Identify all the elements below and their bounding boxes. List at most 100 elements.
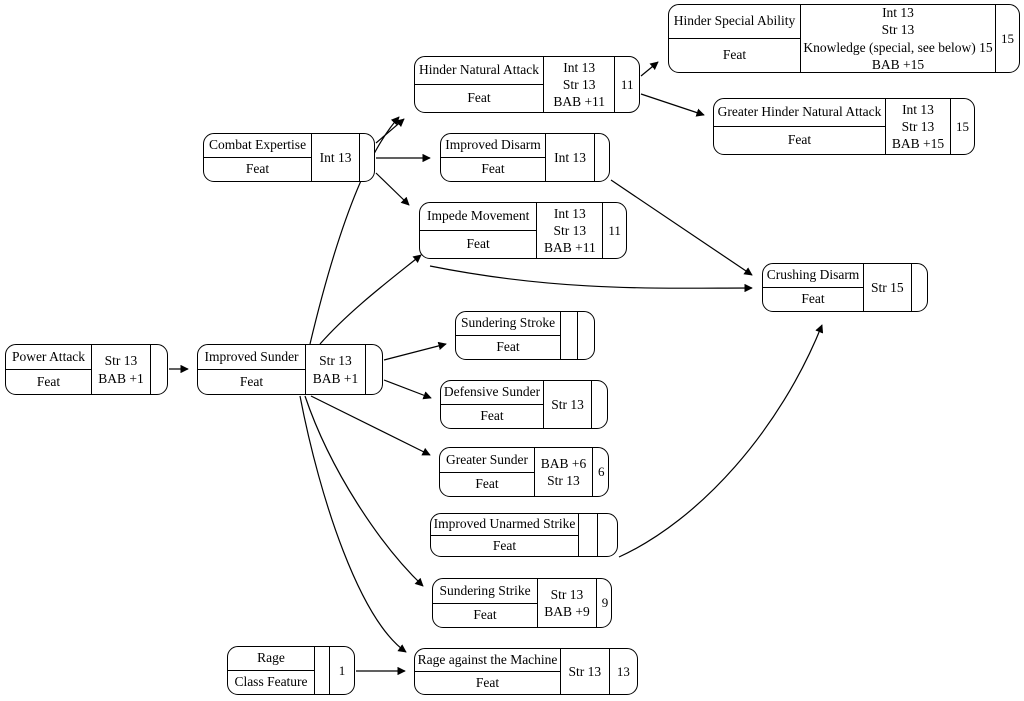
edge-improved-sunder-to-greater-sunder xyxy=(310,395,431,456)
node-level-badge xyxy=(151,345,167,394)
requirement: Str 13 xyxy=(881,22,915,38)
requirement: Int 13 xyxy=(553,205,586,221)
node-title: Rage xyxy=(228,647,314,671)
edge-combat-expertise-to-impede-movement xyxy=(375,172,410,206)
node-title: Hinder Special Ability xyxy=(669,5,800,39)
edge-improved-sunder-to-rage-against-the-machine xyxy=(299,395,407,653)
requirement: Str 13 xyxy=(550,586,584,602)
node-title: Power Attack xyxy=(6,345,91,370)
edge-improved-sunder-to-sundering-stroke xyxy=(383,341,447,361)
node-title: Improved Sunder xyxy=(198,345,305,370)
node-level-badge: 9 xyxy=(601,595,609,610)
edge-hinder-natural-attack-to-greater-hinder-natural-attack xyxy=(640,93,705,117)
requirement: BAB +1 xyxy=(98,370,144,386)
node-requirements-cell: Str 13 BAB +9 xyxy=(538,579,597,627)
node-kind: Feat xyxy=(245,161,270,177)
node-kind: Feat xyxy=(466,236,490,252)
requirement: Int 13 xyxy=(563,59,596,75)
requirement: Str 13 xyxy=(562,76,596,92)
requirement: BAB +15 xyxy=(871,56,925,72)
node-level-badge xyxy=(912,264,927,311)
node-kind: Feat xyxy=(722,47,747,63)
node-requirements-cell: Str 15 xyxy=(864,264,912,311)
requirement: Int 13 xyxy=(902,101,934,117)
edge-improved-sunder-to-defensive-sunder xyxy=(383,379,432,400)
node-title: Greater Sunder xyxy=(440,448,534,473)
requirement: Str 13 xyxy=(553,222,587,238)
node-kind: Feat xyxy=(36,373,61,389)
node-kind: Feat xyxy=(467,90,491,106)
requirement: Str 13 xyxy=(104,353,138,369)
requirement: BAB +9 xyxy=(544,604,590,619)
node-level-badge: 6 xyxy=(598,464,605,479)
node-requirements-cell: Str 13 xyxy=(561,649,610,694)
requirement: BAB +11 xyxy=(553,94,606,110)
requirement: Int 13 xyxy=(554,149,587,165)
node-requirements-cell xyxy=(579,514,599,556)
node-requirements-cell xyxy=(315,647,330,694)
node-kind: Feat xyxy=(496,339,520,355)
requirement: BAB +11 xyxy=(543,240,596,256)
edge-hinder-natural-attack-to-hinder-special-ability xyxy=(640,61,659,77)
node-title: Defensive Sunder xyxy=(441,381,543,405)
requirement: Str 13 xyxy=(547,473,580,488)
node-level-badge xyxy=(366,345,382,394)
node-title: Sundering Strike xyxy=(433,579,537,604)
requirement: Str 13 xyxy=(551,396,584,412)
edge-improved-sunder-to-impede-movement xyxy=(319,254,422,345)
node-level-badge: 11 xyxy=(620,76,634,92)
node-title: Sundering Stroke xyxy=(456,312,560,336)
node-kind: Feat xyxy=(787,132,812,148)
node-title: Greater Hinder Natural Attack xyxy=(714,99,885,127)
edge-impede-movement-to-crushing-disarm xyxy=(429,265,753,293)
node-kind: Feat xyxy=(475,674,500,690)
node-requirements-cell xyxy=(561,312,578,359)
requirement: BAB +1 xyxy=(312,370,359,386)
node-level-badge: 11 xyxy=(608,222,621,238)
node-level-badge xyxy=(598,514,617,556)
edge-improved-unarmed-strike-to-crushing-disarm xyxy=(618,324,824,558)
edge-combat-expertise-to-hinder-natural-attack xyxy=(375,118,405,144)
node-level-badge xyxy=(595,134,609,181)
node-title: Crushing Disarm xyxy=(763,264,863,288)
node-kind: Feat xyxy=(481,161,505,177)
node-level-badge: 13 xyxy=(616,663,630,679)
node-title: Improved Disarm xyxy=(441,134,545,158)
requirement: Knowledge (special, see below) 15 xyxy=(803,39,993,55)
node-title: Hinder Natural Attack xyxy=(415,57,543,85)
